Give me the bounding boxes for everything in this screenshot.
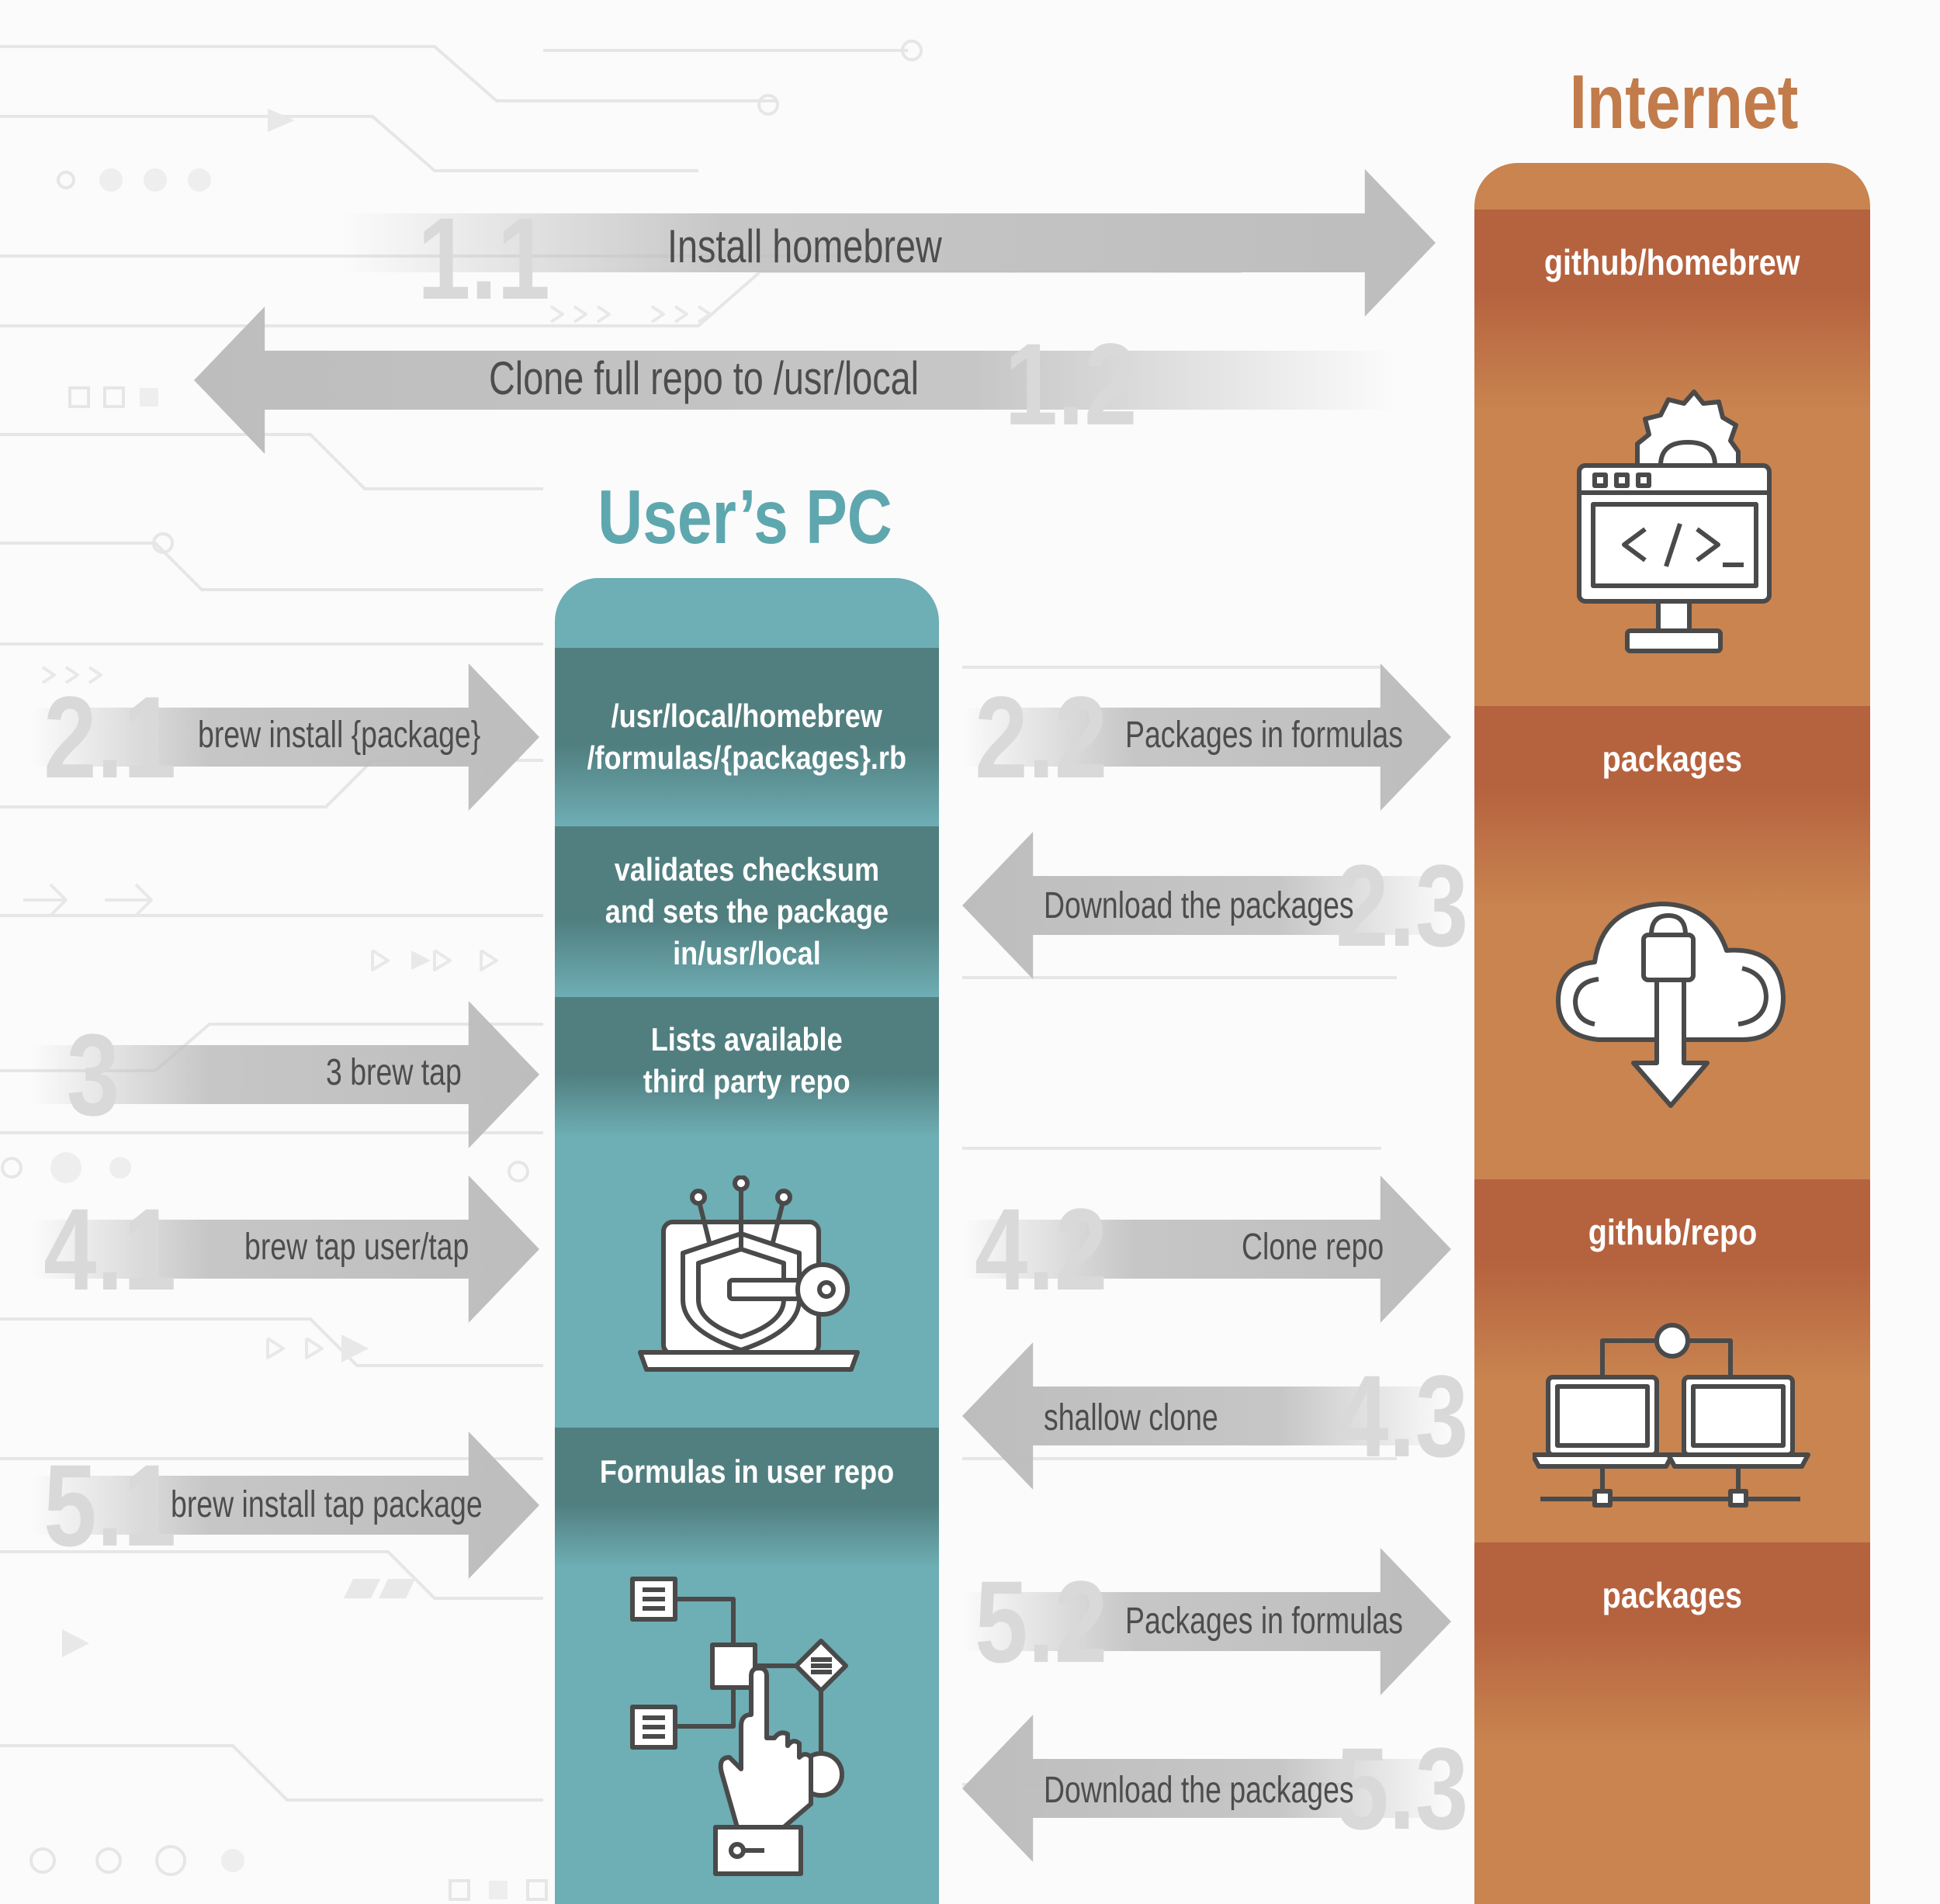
step-label-2-2: Packages in formulas — [1125, 715, 1403, 756]
pc-band-lists-third-party-text: Lists available third party repo — [643, 1021, 850, 1099]
step-number-5-3: 5.3 — [1335, 1723, 1469, 1854]
arrow-body — [194, 306, 1397, 454]
arrow-2-1 — [31, 663, 539, 811]
net-band-github-homebrew-text: github/homebrew — [1544, 242, 1800, 282]
arrow-body — [962, 1715, 1451, 1862]
users-pc-column: /usr/local/homebrew /formulas/{packages}… — [555, 578, 939, 1904]
pc-band-formulas-user-repo-text: Formulas in user repo — [599, 1453, 895, 1490]
step-label-3: 3 brew tap — [326, 1052, 462, 1093]
arrow-shape — [31, 1431, 539, 1579]
step-number-5-1: 5.1 — [43, 1440, 177, 1570]
arrow-shape — [962, 832, 1451, 979]
laptop-shield-key-icon — [638, 1175, 860, 1372]
step-label-4-1: brew tap user/tap — [244, 1227, 469, 1268]
step-number-4-3: 4.3 — [1335, 1351, 1469, 1481]
network-laptops-icon — [1533, 1323, 1810, 1508]
arrow-body — [962, 663, 1451, 811]
arrow-1-2 — [194, 306, 1397, 454]
step-number-4-2: 4.2 — [975, 1184, 1108, 1314]
arrow-4-1 — [31, 1175, 539, 1323]
step-label-4-2: Clone repo — [1242, 1227, 1384, 1268]
step-label-5-2: Packages in formulas — [1125, 1601, 1403, 1642]
net-band-packages-1-text: packages — [1602, 739, 1743, 779]
flowchart-hand-icon — [630, 1577, 848, 1876]
net-band-packages-1: packages — [1474, 706, 1870, 908]
step-number-1-1: 1.1 — [417, 193, 550, 324]
arrow-4-2 — [962, 1175, 1451, 1323]
net-band-packages-2: packages — [1474, 1542, 1870, 1744]
internet-column: github/homebrew packages github/repo pac… — [1474, 163, 1870, 1904]
arrow-shape — [341, 169, 1436, 317]
arrow-body — [962, 832, 1451, 979]
arrow-shape — [31, 1175, 539, 1323]
step-label-1-1: Install homebrew — [667, 220, 942, 272]
arrow-shape — [31, 1001, 539, 1148]
step-number-1-2: 1.2 — [1004, 319, 1138, 449]
arrow-body — [31, 1431, 539, 1579]
net-band-github-homebrew: github/homebrew — [1474, 209, 1870, 411]
arrow-body — [31, 1175, 539, 1323]
arrow-body — [962, 1175, 1451, 1323]
arrow-shape — [31, 663, 539, 811]
arrow-shape — [962, 1342, 1451, 1490]
arrow-2-2 — [962, 663, 1451, 811]
arrow-shape — [962, 1175, 1451, 1323]
step-label-5-3: Download the packages — [1044, 1770, 1354, 1811]
arrow-body — [962, 1548, 1451, 1695]
step-number-4-1: 4.1 — [43, 1184, 177, 1314]
code-monitor-gear-icon — [1577, 389, 1772, 653]
pc-band-lists-third-party: Lists available third party repo — [555, 997, 939, 1137]
pc-band-validates-checksum-text: validates checksum and sets the package … — [605, 851, 889, 971]
net-band-packages-2-text: packages — [1602, 1575, 1743, 1615]
arrow-shape — [962, 1715, 1451, 1862]
users-pc-title: User’s PC — [598, 474, 892, 559]
step-number-5-2: 5.2 — [975, 1556, 1108, 1687]
step-number-2-1: 2.1 — [43, 672, 177, 802]
step-number-2-2: 2.2 — [975, 672, 1108, 802]
arrow-3 — [31, 1001, 539, 1148]
arrow-body — [962, 1342, 1451, 1490]
step-label-1-2: Clone full repo to /usr/local — [489, 352, 920, 404]
step-number-3: 3 — [66, 1009, 120, 1140]
arrow-shape — [962, 1548, 1451, 1695]
arrow-body — [31, 1001, 539, 1148]
arrow-shape — [962, 663, 1451, 811]
step-label-5-1: brew install tap package — [171, 1484, 483, 1525]
arrow-5-1 — [31, 1431, 539, 1579]
step-number-2-3: 2.3 — [1335, 840, 1469, 971]
arrow-2-3 — [962, 832, 1451, 979]
pc-band-formulas-user-repo: Formulas in user repo — [555, 1428, 939, 1567]
arrow-1-1 — [341, 169, 1436, 317]
step-label-2-1: brew install {package} — [198, 715, 481, 756]
step-label-2-3: Download the packages — [1044, 885, 1354, 926]
pc-band-formulas-path: /usr/local/homebrew /formulas/{packages}… — [555, 648, 939, 826]
cloud-download-lock-icon — [1556, 902, 1786, 1108]
arrow-5-3 — [962, 1715, 1451, 1862]
net-band-github-repo-text: github/repo — [1588, 1212, 1757, 1252]
arrow-5-2 — [962, 1548, 1451, 1695]
arrow-body — [341, 169, 1436, 317]
pc-band-formulas-path-text: /usr/local/homebrew /formulas/{packages}… — [587, 698, 907, 776]
arrow-body — [31, 663, 539, 811]
arrow-shape — [194, 306, 1397, 454]
arrow-4-3 — [962, 1342, 1451, 1490]
internet-title: Internet — [1569, 59, 1799, 144]
step-label-4-3: shallow clone — [1044, 1397, 1218, 1438]
pc-band-validates-checksum: validates checksum and sets the package … — [555, 826, 939, 997]
